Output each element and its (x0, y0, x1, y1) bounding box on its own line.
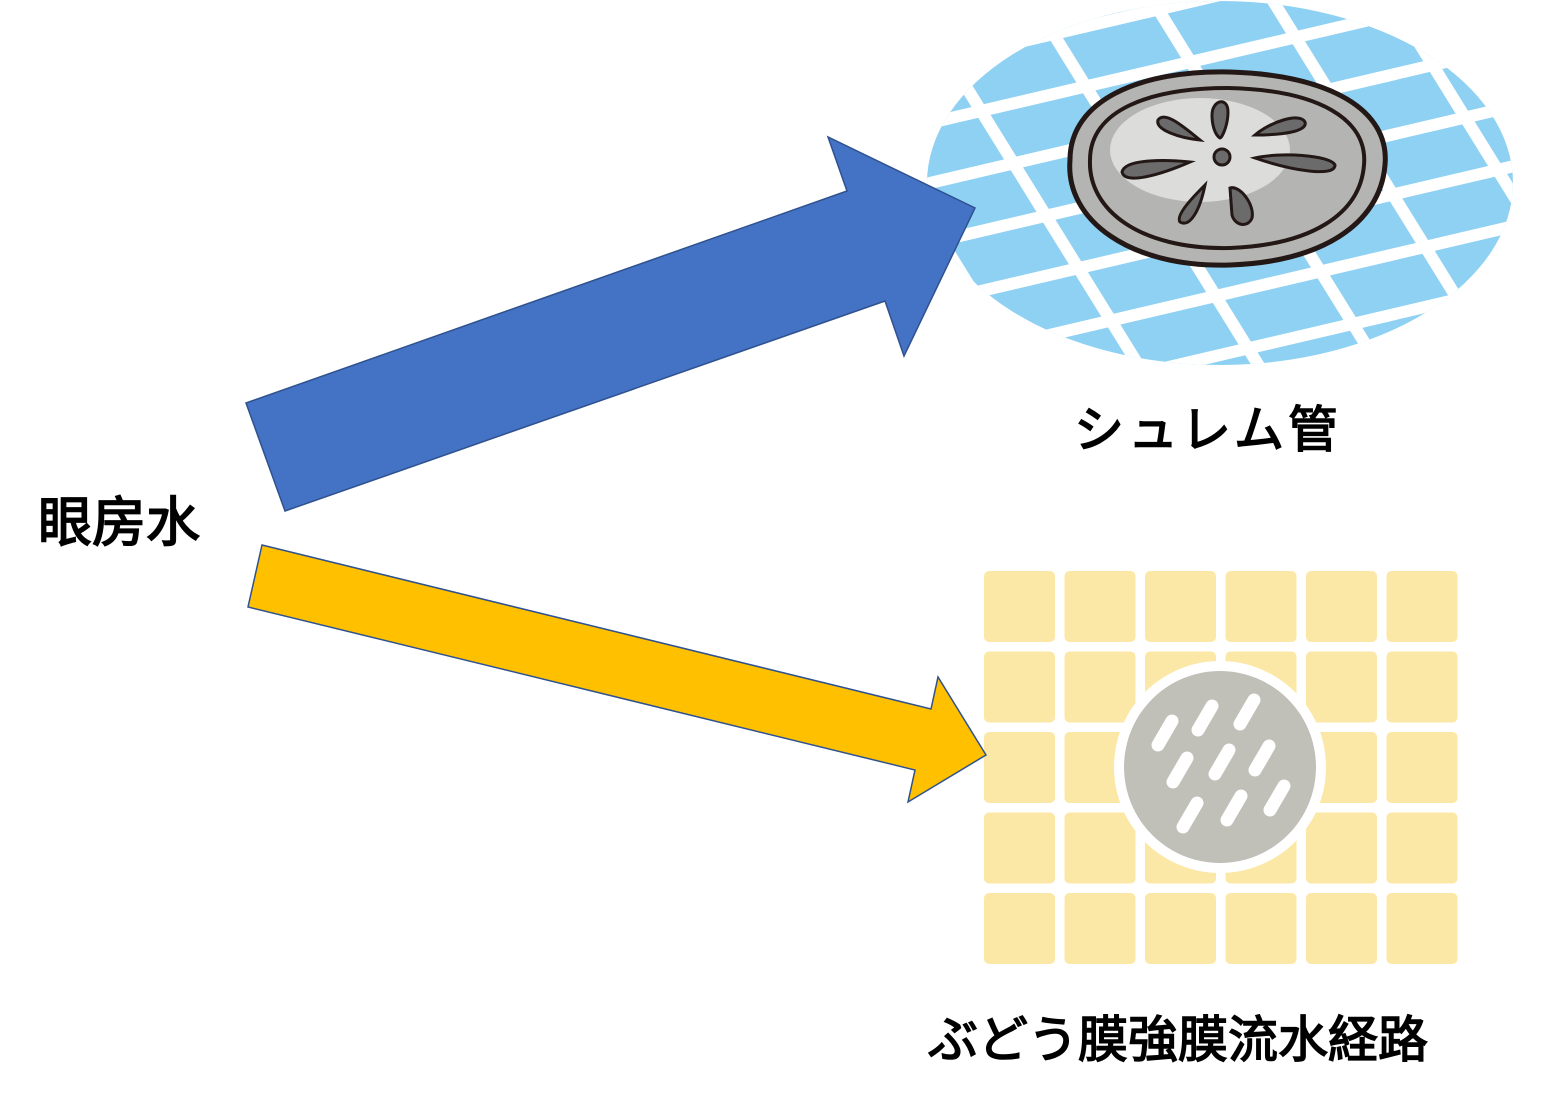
drain-cover-icon (1067, 69, 1388, 268)
yellow-tile (984, 893, 1055, 964)
yellow-tile (984, 812, 1055, 884)
drain-slot (1248, 739, 1276, 777)
yellow-tile (1386, 812, 1458, 884)
blue-arrow-to-schlemm (245, 135, 976, 512)
yellow-tile (984, 571, 1055, 642)
yellow-tile (1064, 571, 1136, 642)
yellow-tile (1386, 571, 1458, 642)
yellow-tile (1306, 651, 1377, 723)
yellow-tile (1145, 893, 1216, 964)
yellow-tile (984, 651, 1055, 723)
tile-grout-line (927, 274, 1513, 365)
yellow-tile (1225, 893, 1297, 964)
yellow-tile (1386, 893, 1458, 964)
aqueous-humor-label: 眼房水 (38, 491, 200, 554)
drain-slot (1263, 779, 1291, 817)
tile-grout-line (180, 0, 440, 400)
yellow-tile (1064, 651, 1136, 723)
yellow-arrow-to-uveoscleral (247, 544, 988, 804)
yellow-tile (1386, 732, 1458, 803)
drain-slot (1233, 693, 1261, 731)
drain-slot (1191, 699, 1219, 737)
drain-slot (1176, 796, 1204, 834)
schlemm-canal-label: シュレム管 (1074, 401, 1342, 459)
yellow-tile (1064, 893, 1136, 964)
yellow-tile (1306, 571, 1377, 642)
drain-slot (1208, 743, 1236, 781)
yellow-tile (1064, 812, 1136, 884)
yellow-tile (1386, 651, 1458, 723)
uveoscleral-pathway-label: ぶどう膜強膜流水経路 (928, 1011, 1428, 1069)
drain-slot (1220, 789, 1248, 827)
drain-slot (1151, 714, 1179, 752)
yellow-tile (1145, 571, 1216, 642)
uveoscleral-drain-icon (1114, 661, 1326, 873)
yellow-tile (1306, 893, 1377, 964)
yellow-tile (1225, 571, 1297, 642)
drain-slot (1166, 751, 1194, 789)
yellow-tile (984, 732, 1055, 803)
yellow-tile (1306, 812, 1377, 884)
